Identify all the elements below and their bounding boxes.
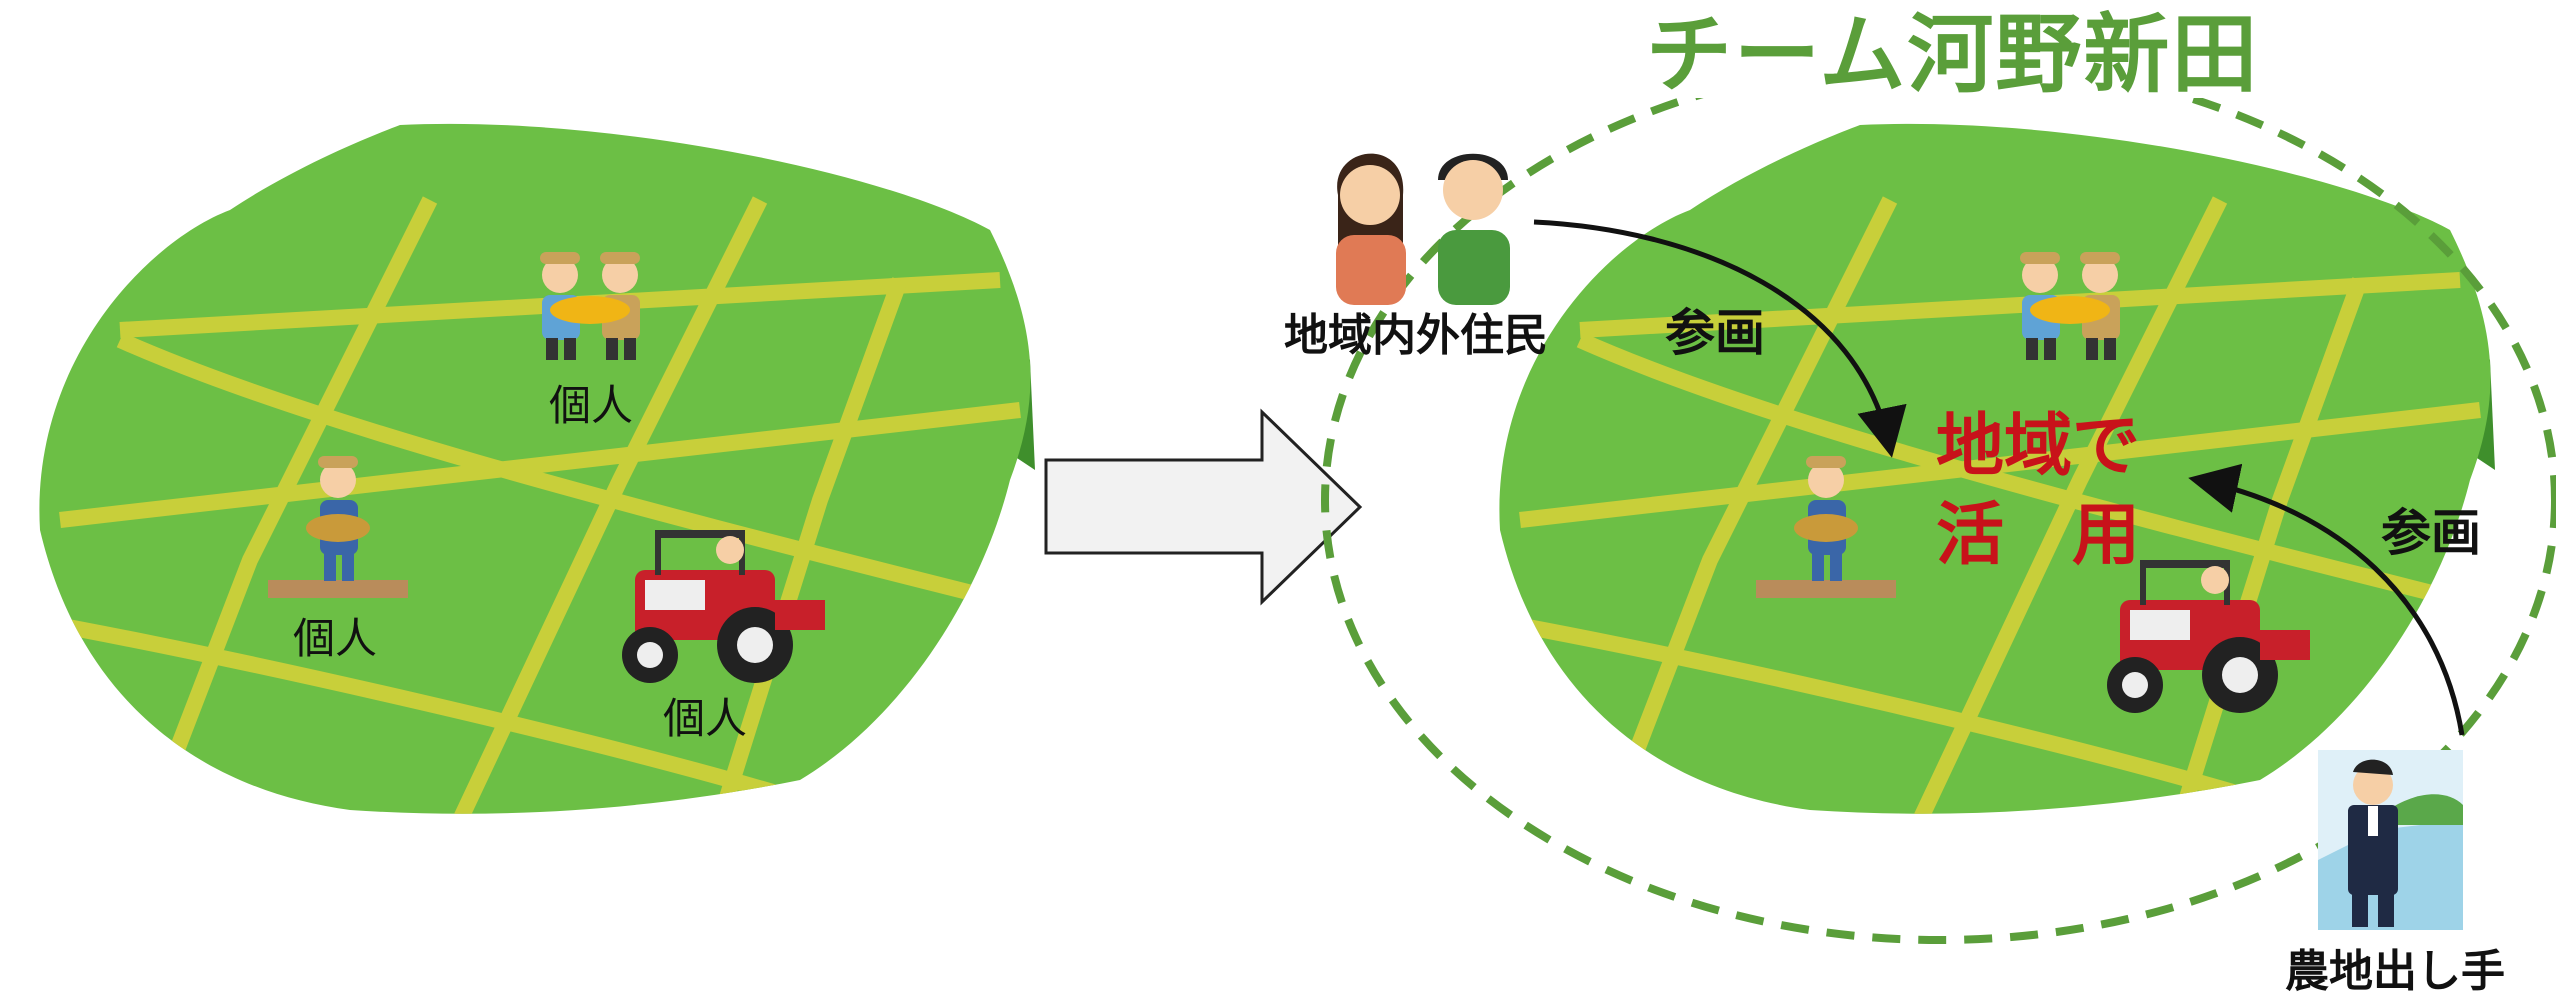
team-title: チーム河野新田	[1636, 12, 2270, 98]
residents-icon	[1336, 153, 1510, 305]
farmers-pair-icon	[540, 252, 640, 360]
individual-label-top: 個人	[549, 381, 634, 430]
farmer-with-basket-icon	[268, 456, 408, 598]
landowner-participation-arrow	[2188, 463, 2465, 736]
farmer-with-basket-icon-right	[1756, 456, 1896, 598]
individual-label-left: 個人	[293, 614, 378, 663]
local-use-line1: 地域で	[1936, 407, 2141, 486]
left-field-paths	[39, 196, 1021, 814]
tractor-icon	[622, 530, 825, 683]
participation-label-residents: 参画	[1665, 304, 1765, 362]
residents-label: 地域内外住民	[1284, 310, 1548, 361]
landowner-icon	[2318, 750, 2463, 930]
landowner-label: 農地出し手	[2285, 946, 2505, 997]
tractor-icon-right	[2107, 560, 2310, 713]
farmers-pair-icon-right	[2020, 252, 2120, 360]
local-use-line2: 活 用	[1936, 496, 2141, 575]
individual-label-tractor: 個人	[663, 694, 748, 743]
transition-arrow	[1044, 408, 1363, 606]
participation-label-landowner: 参画	[2381, 504, 2481, 562]
left-farmland-illustration	[39, 123, 1035, 814]
residents-participation-arrow	[1533, 219, 1907, 458]
right-field-paths	[1499, 196, 2481, 814]
